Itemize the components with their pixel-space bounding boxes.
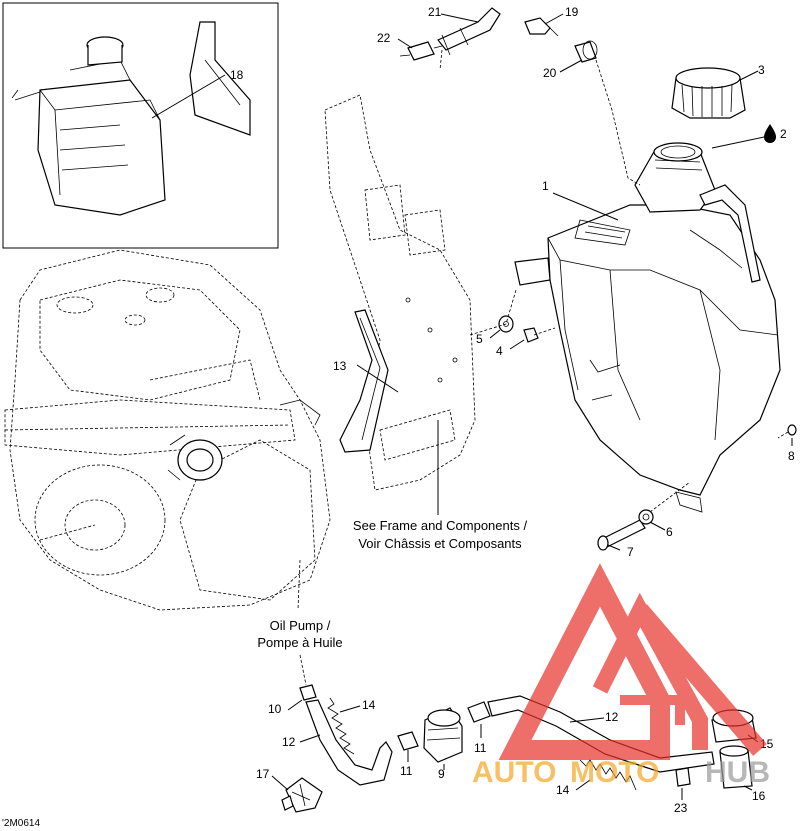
frame-reference-note-line1: See Frame and Components /	[353, 518, 528, 533]
engine-drawing	[4, 249, 331, 611]
oil-pump-note-line1: Oil Pump /	[270, 618, 331, 633]
filter-part-9	[423, 707, 463, 763]
clamp-part-11-right	[467, 701, 491, 723]
callout-16: 16	[752, 789, 766, 803]
callout-19: 19	[565, 5, 579, 19]
frame-reference-note-line2: Voir Châssis et Composants	[358, 536, 522, 551]
clamp-part-10	[299, 684, 317, 701]
callout-13: 13	[333, 359, 347, 373]
callout-20: 20	[543, 66, 557, 80]
figure-id: '2M0614	[2, 818, 40, 829]
callout-18: 18	[230, 68, 244, 82]
callout-12-right: 12	[605, 710, 619, 724]
callout-21: 21	[428, 5, 442, 19]
callout-12-left: 12	[282, 735, 296, 749]
callout-8: 8	[788, 449, 795, 463]
callout-7: 7	[627, 545, 634, 559]
inset-panel: 18	[2, 2, 279, 249]
callout-11-right: 11	[474, 741, 487, 755]
star-washer-part-6	[638, 509, 654, 525]
callout-17: 17	[256, 767, 270, 781]
callout-22: 22	[377, 31, 391, 45]
inset-tank-drawing	[11, 36, 166, 216]
leader-dash	[595, 59, 641, 186]
automotohub-watermark-logo: AUTO MOTO HUB	[472, 563, 770, 789]
spring-part-14-left	[327, 697, 355, 755]
clip-part-8	[787, 424, 797, 436]
plug-part-16	[719, 745, 753, 789]
frame-bracket-drawing	[324, 94, 476, 491]
spring-part-14-right	[579, 759, 637, 791]
callout-1: 1	[542, 179, 549, 193]
hose-part-12-left	[305, 699, 393, 786]
watermark-hub: HUB	[705, 756, 770, 789]
oil-pump-note-line2: Pompe à Huile	[257, 635, 342, 650]
fitting-part-19	[524, 17, 559, 37]
callout-14-right: 14	[556, 783, 570, 797]
bolt-part-7	[597, 519, 646, 551]
watermark-moto: MOTO	[570, 756, 659, 789]
oil-drop-icon	[764, 124, 776, 143]
check-valve-part-22	[399, 41, 443, 61]
callout-4: 4	[496, 344, 503, 358]
callout-5: 5	[476, 332, 483, 346]
clamp-part-11-left	[397, 731, 419, 751]
callout-3: 3	[758, 63, 765, 77]
strap-part-13	[339, 309, 389, 453]
hose-part-12-right	[487, 695, 715, 773]
callout-9: 9	[438, 767, 445, 781]
connector-part-23	[675, 767, 691, 787]
callout-23: 23	[674, 801, 688, 815]
cap-part-3	[671, 67, 746, 119]
callout-14-left: 14	[362, 698, 376, 712]
callout-2: 2	[780, 127, 787, 141]
clamp-part-17	[281, 777, 323, 813]
callout-6: 6	[666, 525, 673, 539]
nut-part-4	[523, 327, 539, 343]
grommet-part-20	[574, 40, 598, 63]
leader-dash	[439, 49, 443, 71]
callout-11-left: 11	[400, 764, 413, 778]
oil-tank-part-1	[514, 142, 781, 513]
callout-10: 10	[268, 702, 282, 716]
watermark-auto: AUTO	[472, 756, 556, 789]
